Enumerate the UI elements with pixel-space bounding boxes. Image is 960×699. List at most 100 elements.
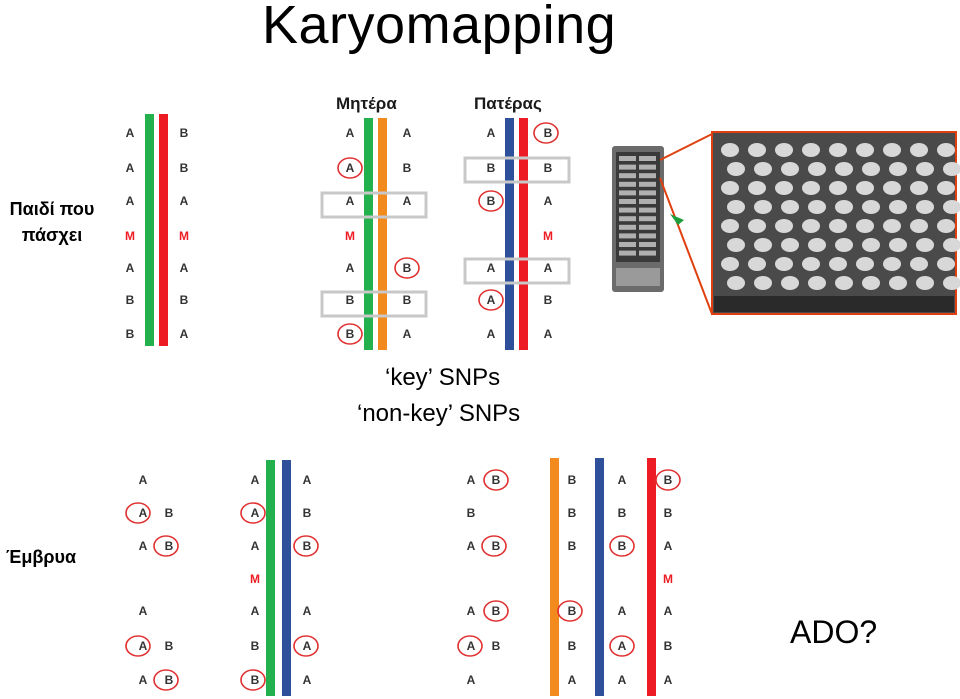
embryo-snp-circle [483, 469, 509, 491]
child-green-chromosome [145, 114, 154, 346]
embryo-d-allele: B [568, 639, 577, 653]
mother-allele-right: B [403, 161, 412, 175]
embryo-snp-circle [481, 535, 507, 557]
arrow-icon [670, 214, 684, 225]
embryo-d-allele: B [568, 539, 577, 553]
embryo-d-allele: B [664, 473, 673, 487]
child-allele-right: A [180, 194, 189, 208]
father-allele-right: B [544, 161, 553, 175]
mother-allele-left: A [346, 126, 355, 140]
embryo-c-allele-right: B [492, 604, 501, 618]
father-allele-left: B [487, 194, 496, 208]
mother-snp-circle [337, 157, 363, 179]
father-allele-right: A [544, 327, 553, 341]
mother-allele-right: A [403, 327, 412, 341]
father-key-box-2 [463, 257, 571, 285]
mother-snp-circle [337, 323, 363, 345]
embryo-red-chromosome [647, 458, 656, 696]
child-allele-left: B [126, 293, 135, 307]
mother-allele-left: M [345, 229, 355, 243]
embryo-a-allele-left: A [139, 673, 148, 687]
embryo-b-allele-right: B [303, 506, 312, 520]
father-key-box-1 [463, 156, 571, 184]
embryo-orange-chromosome [550, 458, 559, 696]
embryo-b-allele-left: A [251, 539, 260, 553]
child-label-line1: Παιδί που [9, 199, 95, 219]
embryo-blue-chromosome-2 [595, 458, 604, 696]
microarray-image [608, 128, 960, 318]
mother-green-chromosome [364, 118, 373, 350]
father-allele-right: A [544, 261, 553, 275]
key-snps-label: ‘key’ SNPs [385, 364, 501, 391]
mother-allele-left: A [346, 194, 355, 208]
embryo-a-allele-left: A [139, 604, 148, 618]
mother-key-box-2 [320, 290, 428, 318]
mother-allele-right: B [403, 293, 412, 307]
father-allele-right: M [543, 229, 553, 243]
child-label-line2: πάσχει [21, 225, 83, 245]
embryo-b-allele-right: B [303, 539, 312, 553]
father-snp-circle [478, 190, 504, 212]
mother-allele-right: A [403, 126, 412, 140]
embryo-snp-circle [557, 600, 583, 622]
embryo-snp-circle [293, 535, 319, 557]
embryo-snp-circle [240, 669, 266, 691]
father-blue-chromosome [505, 118, 514, 350]
father-allele-left: A [487, 293, 496, 307]
embryo-snp-circle [293, 635, 319, 657]
embryo-d-allele: B [618, 506, 627, 520]
mother-snp-circle [394, 257, 420, 279]
snp-circles [125, 122, 681, 691]
child-allele-right: A [180, 261, 189, 275]
embryo-green-chromosome [266, 460, 275, 696]
slide-title: Karyomapping [262, 0, 617, 55]
father-allele-right: B [544, 293, 553, 307]
embryo-c-allele-left: B [467, 506, 476, 520]
embryo-d-allele: A [618, 673, 627, 687]
embryo-d-allele: A [618, 604, 627, 618]
mother-allele-left: A [346, 161, 355, 175]
embryo-a-allele-left: A [139, 539, 148, 553]
father-allele-left: A [487, 327, 496, 341]
embryo-b-allele-left: B [251, 639, 260, 653]
mother-allele-right: A [403, 194, 412, 208]
embryo-b-allele-right: A [303, 639, 312, 653]
mother-key-box-1 [320, 191, 428, 219]
mother-allele-left: A [346, 261, 355, 275]
embryo-c-allele-left: A [467, 639, 476, 653]
embryo-b-allele-left: A [251, 473, 260, 487]
embryo-d-allele: A [664, 604, 673, 618]
mother-allele-right: B [403, 261, 412, 275]
child-allele-right: B [180, 161, 189, 175]
embryo-d-allele: A [568, 673, 577, 687]
embryo-snp-circle [609, 635, 635, 657]
embryo-d-allele: B [664, 506, 673, 520]
child-allele-left: M [125, 229, 135, 243]
child-allele-right: B [180, 126, 189, 140]
embryo-d-allele: A [664, 673, 673, 687]
child-allele-left: A [126, 126, 135, 140]
embryo-c-allele-left: A [467, 473, 476, 487]
embryo-a-allele-right: B [165, 506, 174, 520]
child-allele-right: B [180, 293, 189, 307]
embryo-d-allele: B [664, 639, 673, 653]
embryo-c-allele-right: B [492, 639, 501, 653]
embryo-b-allele-right: A [303, 604, 312, 618]
embryo-b-allele-left: A [251, 604, 260, 618]
father-allele-left: B [487, 161, 496, 175]
child-red-chromosome [159, 114, 168, 346]
embryo-c-allele-left: A [467, 673, 476, 687]
embryo-blue-chromosome [282, 460, 291, 696]
embryo-label: Έμβρυα [6, 547, 77, 567]
child-allele-left: A [126, 261, 135, 275]
mother-allele-left: B [346, 327, 355, 341]
embryo-snp-circle [125, 502, 151, 524]
embryo-b-allele-left: M [250, 572, 260, 586]
father-allele-left: A [487, 261, 496, 275]
child-allele-left: A [126, 194, 135, 208]
mother-allele-left: B [346, 293, 355, 307]
embryo-c-allele-left: A [467, 539, 476, 553]
father-snp-circle [478, 289, 504, 311]
embryo-snp-circle [153, 669, 179, 691]
